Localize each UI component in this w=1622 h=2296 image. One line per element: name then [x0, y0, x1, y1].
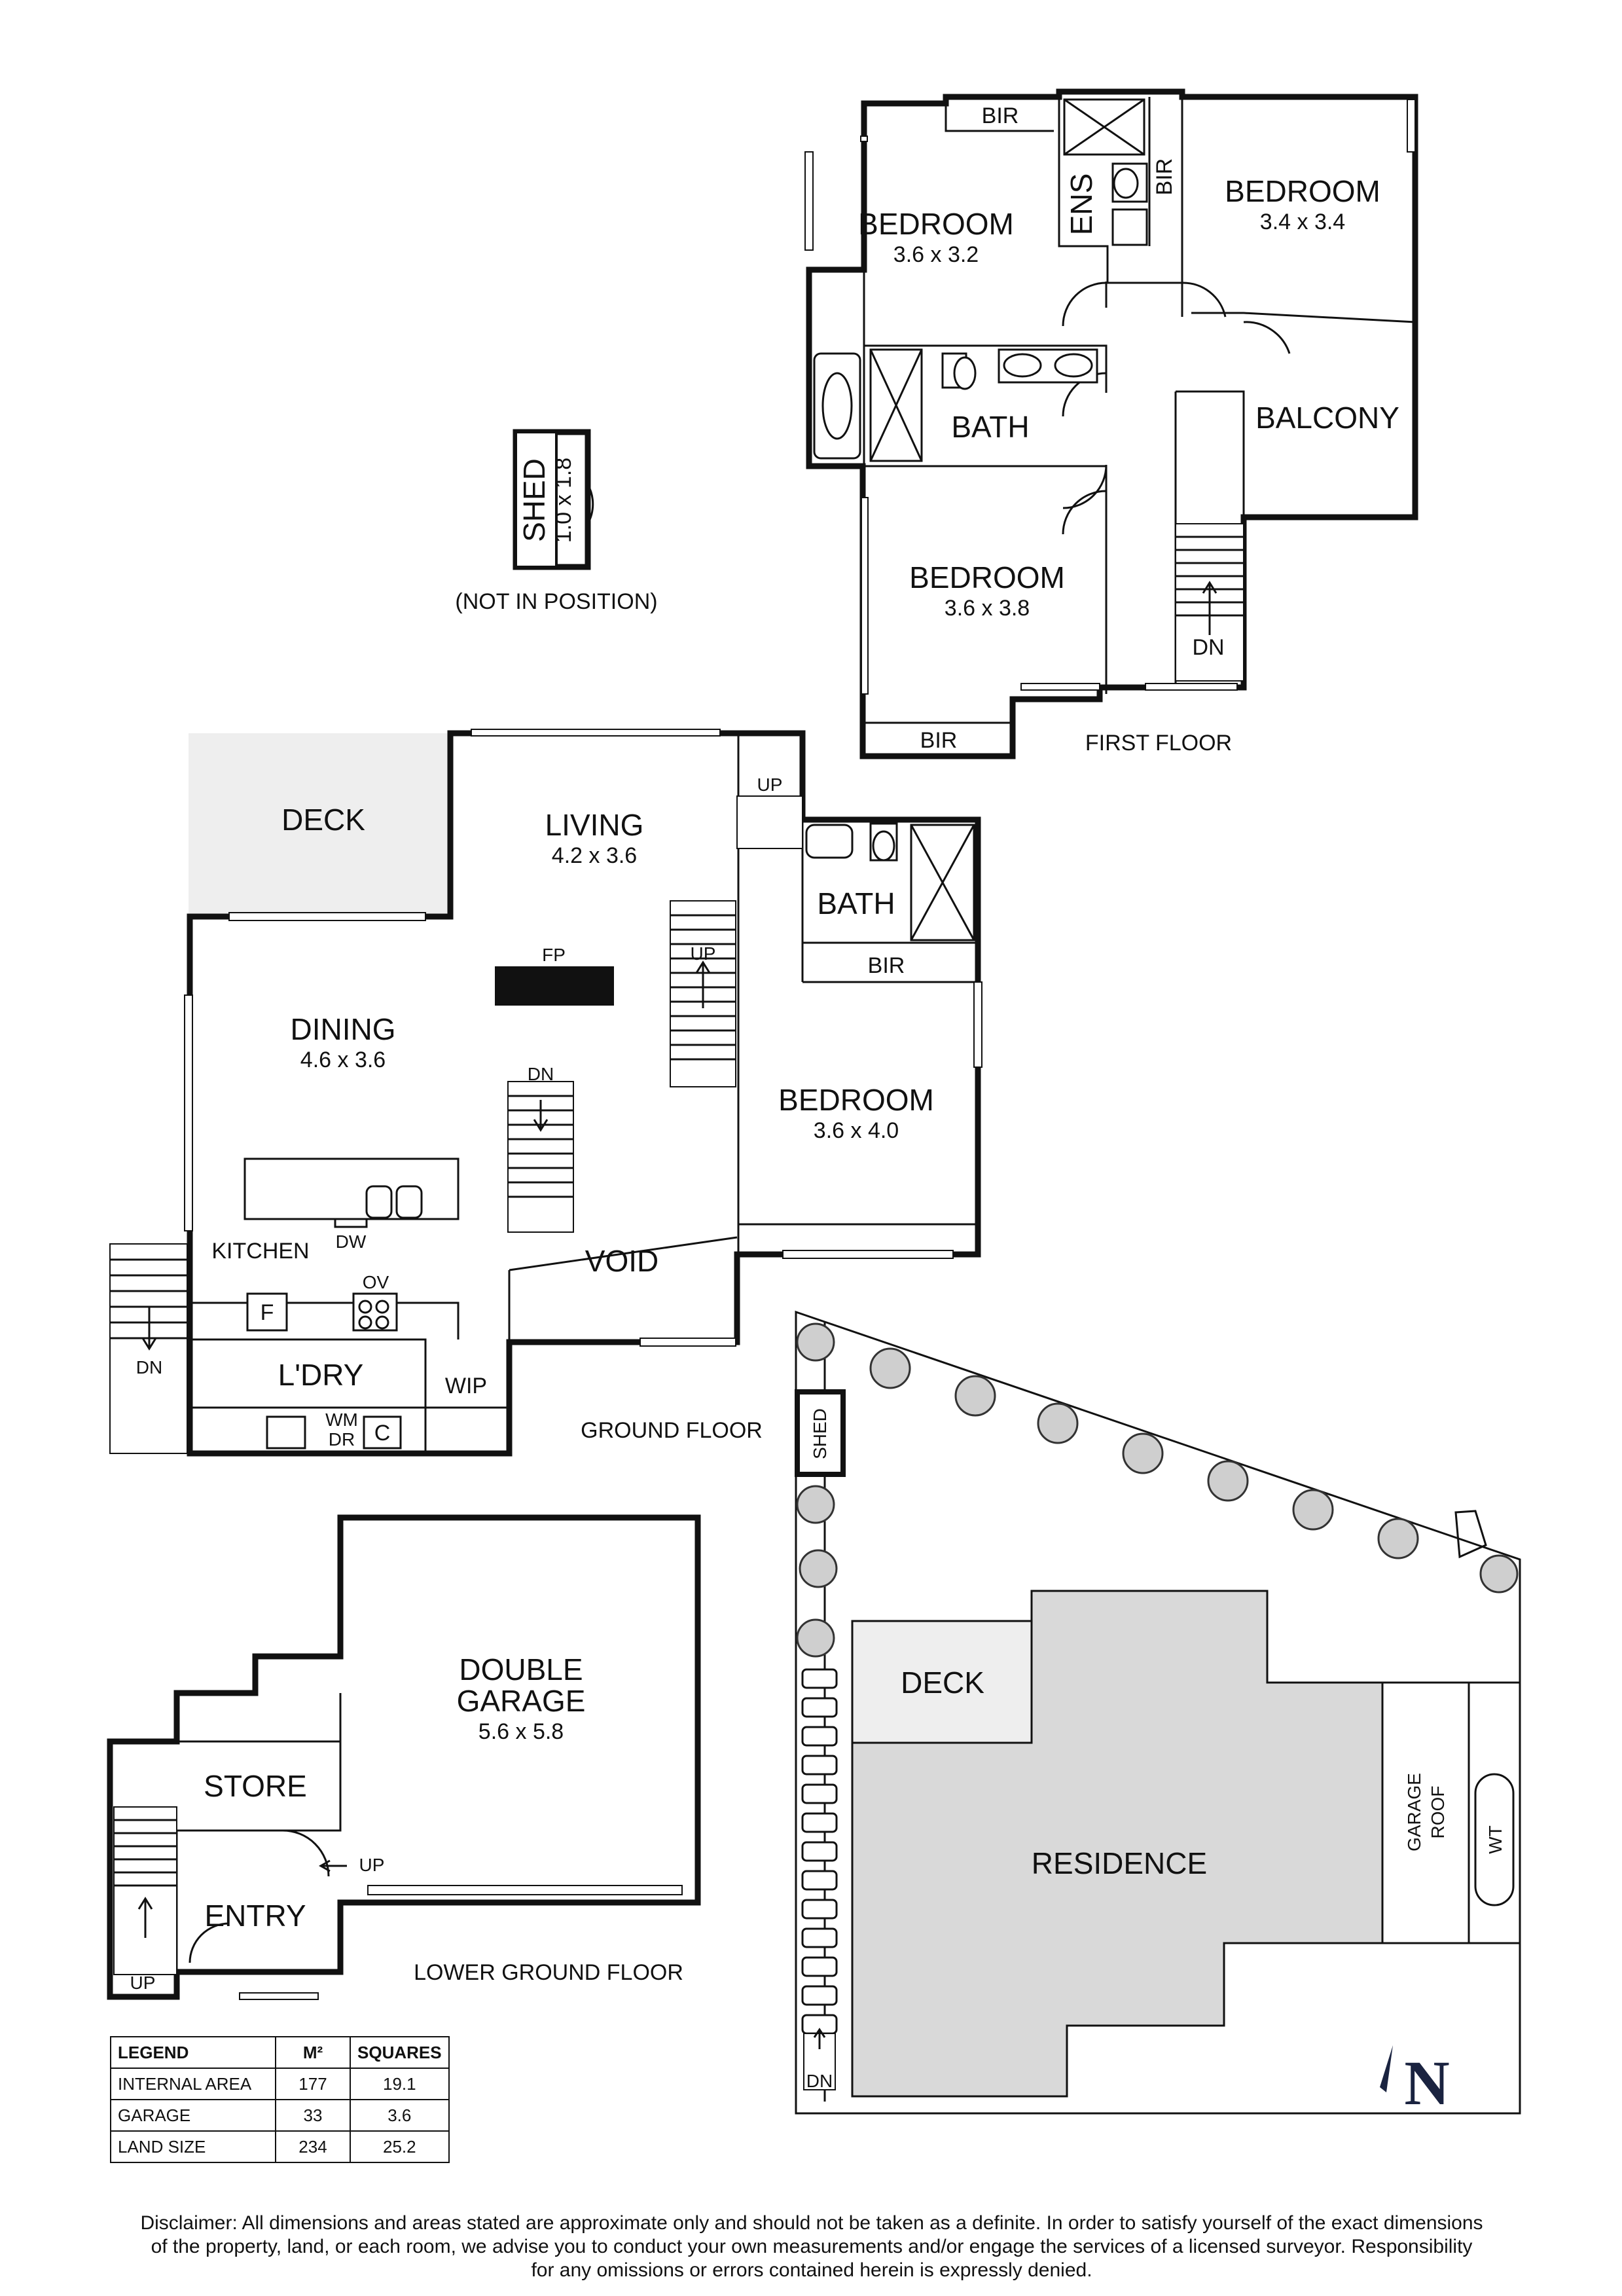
legend-row-label: INTERNAL AREA: [110, 2068, 276, 2100]
lower-store: STORE: [204, 1769, 307, 1803]
ground-stair-up-1: UP: [757, 774, 783, 795]
shed-note: (NOT IN POSITION): [455, 589, 657, 614]
shed-name: SHED: [517, 458, 551, 542]
table-row: LAND SIZE 234 25.2: [110, 2130, 450, 2163]
first-floor-plan: BEDROOM 3.6 x 3.2 BEDROOM 3.4 x 3.4 BEDR…: [804, 88, 1418, 759]
disclaimer-line-1: Disclaimer: All dimensions and areas sta…: [140, 2212, 1483, 2234]
first-floor-label: FIRST FLOOR: [1085, 731, 1232, 756]
first-bir-side: BIR: [1152, 158, 1177, 196]
site-garage-roof-2: ROOF: [1428, 1786, 1448, 1839]
table-row: INTERNAL AREA 177 19.1: [110, 2068, 450, 2100]
legend-row-label: GARAGE: [110, 2099, 276, 2132]
first-balcony-name: BALCONY: [1255, 401, 1399, 435]
garage-name-2: GARAGE: [457, 1684, 586, 1718]
legend-row-m2: 234: [275, 2130, 351, 2163]
ground-bir: BIR: [868, 953, 905, 978]
ground-bedroom-dim: 3.6 x 4.0: [814, 1118, 899, 1143]
first-bir-bottom: BIR: [920, 728, 958, 753]
disclaimer: Disclaimer: All dimensions and areas sta…: [52, 2212, 1571, 2282]
lower-stair-up-2: UP: [130, 1973, 156, 1993]
lower-ground-floor-plan: DOUBLE GARAGE 5.6 x 5.8 STORE ENTRY UP U…: [107, 1514, 701, 2000]
ground-fp: FP: [542, 945, 566, 965]
first-ens-name: ENS: [1064, 173, 1098, 236]
ground-stair-dn-1: DN: [528, 1064, 554, 1084]
ground-dr: DR: [329, 1429, 355, 1449]
ground-stair-up-2: UP: [691, 943, 716, 964]
lower-entry: ENTRY: [204, 1899, 306, 1933]
first-bedroom-1-dim: 3.6 x 3.2: [893, 242, 979, 267]
site-shed: SHED: [810, 1408, 830, 1459]
ground-kitchen: KITCHEN: [211, 1239, 309, 1264]
shed-plan: SHED 1.0 x 1.8 (NOT IN POSITION): [455, 429, 658, 614]
ground-dw: DW: [336, 1231, 367, 1252]
legend-row-m2: 177: [275, 2068, 351, 2100]
ground-bedroom-name: BEDROOM: [778, 1083, 934, 1117]
ground-dining-name: DINING: [291, 1012, 396, 1046]
ground-floor-label: GROUND FLOOR: [581, 1418, 763, 1443]
ground-wm: WM: [325, 1410, 358, 1430]
shed-dim: 1.0 x 1.8: [551, 458, 576, 543]
site-deck: DECK: [901, 1666, 984, 1700]
garage-name-1: DOUBLE: [459, 1652, 583, 1686]
disclaimer-line-2: of the property, land, or each room, we …: [151, 2236, 1473, 2257]
ground-c: C: [374, 1421, 391, 1446]
first-stair-dn: DN: [1192, 635, 1224, 660]
garage-dim: 5.6 x 5.8: [478, 1719, 564, 1744]
ground-ldry: L'DRY: [278, 1358, 364, 1392]
site-residence: RESIDENCE: [1032, 1846, 1207, 1880]
legend-row-squares: 3.6: [350, 2099, 450, 2132]
legend-header: LEGEND: [110, 2036, 276, 2069]
first-bedroom-2-dim: 3.4 x 3.4: [1260, 210, 1345, 234]
ground-void: VOID: [585, 1244, 658, 1278]
site-stepping-stones: [801, 1668, 838, 2035]
legend-header-m2: M²: [275, 2036, 351, 2069]
site-garage-roof-1: GARAGE: [1404, 1773, 1424, 1851]
ground-deck: [189, 733, 450, 917]
north-label: N: [1404, 2048, 1449, 2118]
site-dn: DN: [806, 2071, 833, 2091]
table-row: GARAGE 33 3.6: [110, 2099, 450, 2132]
first-bedroom-3-name: BEDROOM: [909, 560, 1065, 594]
legend-table: LEGEND M² SQUARES INTERNAL AREA 177 19.1…: [110, 2036, 450, 2163]
legend-row-label: LAND SIZE: [110, 2130, 276, 2163]
disclaimer-line-3: for any omissions or errors contained he…: [531, 2259, 1092, 2281]
site-trees: [796, 1322, 1519, 1658]
north-arrow-icon: N: [1380, 2045, 1450, 2118]
legend-row-m2: 33: [275, 2099, 351, 2132]
ground-dining-dim: 4.6 x 3.6: [300, 1048, 386, 1072]
ground-living-dim: 4.2 x 3.6: [552, 843, 637, 868]
first-bir-top: BIR: [982, 103, 1019, 128]
site-wt: WT: [1485, 1825, 1505, 1854]
ground-deck-name: DECK: [281, 803, 365, 837]
first-bedroom-3-dim: 3.6 x 3.8: [945, 596, 1030, 621]
first-bedroom-2-name: BEDROOM: [1225, 174, 1380, 208]
first-bath-name: BATH: [951, 410, 1029, 444]
site-plan: DECK RESIDENCE SHED GARAGE ROOF WT DN: [795, 1310, 1521, 2115]
ground-wip: WIP: [445, 1374, 487, 1398]
ground-ov: OV: [363, 1272, 389, 1292]
ground-bath-name: BATH: [817, 886, 895, 920]
first-bedroom-1-name: BEDROOM: [858, 207, 1014, 241]
ground-stair-dn-2: DN: [136, 1357, 162, 1377]
lower-floor-label: LOWER GROUND FLOOR: [414, 1960, 683, 1985]
ground-f: F: [261, 1300, 274, 1325]
ground-living-name: LIVING: [545, 808, 644, 842]
legend-header-squares: SQUARES: [350, 2036, 450, 2069]
legend-row-squares: 25.2: [350, 2130, 450, 2163]
lower-stair-up-1: UP: [359, 1855, 385, 1875]
ground-floor-plan: DECK LIVING 4.2 x 3.6 DINING 4.6 x 3.6 B…: [109, 729, 982, 1457]
legend-row-squares: 19.1: [350, 2068, 450, 2100]
legend-header-row: LEGEND M² SQUARES: [110, 2036, 450, 2069]
